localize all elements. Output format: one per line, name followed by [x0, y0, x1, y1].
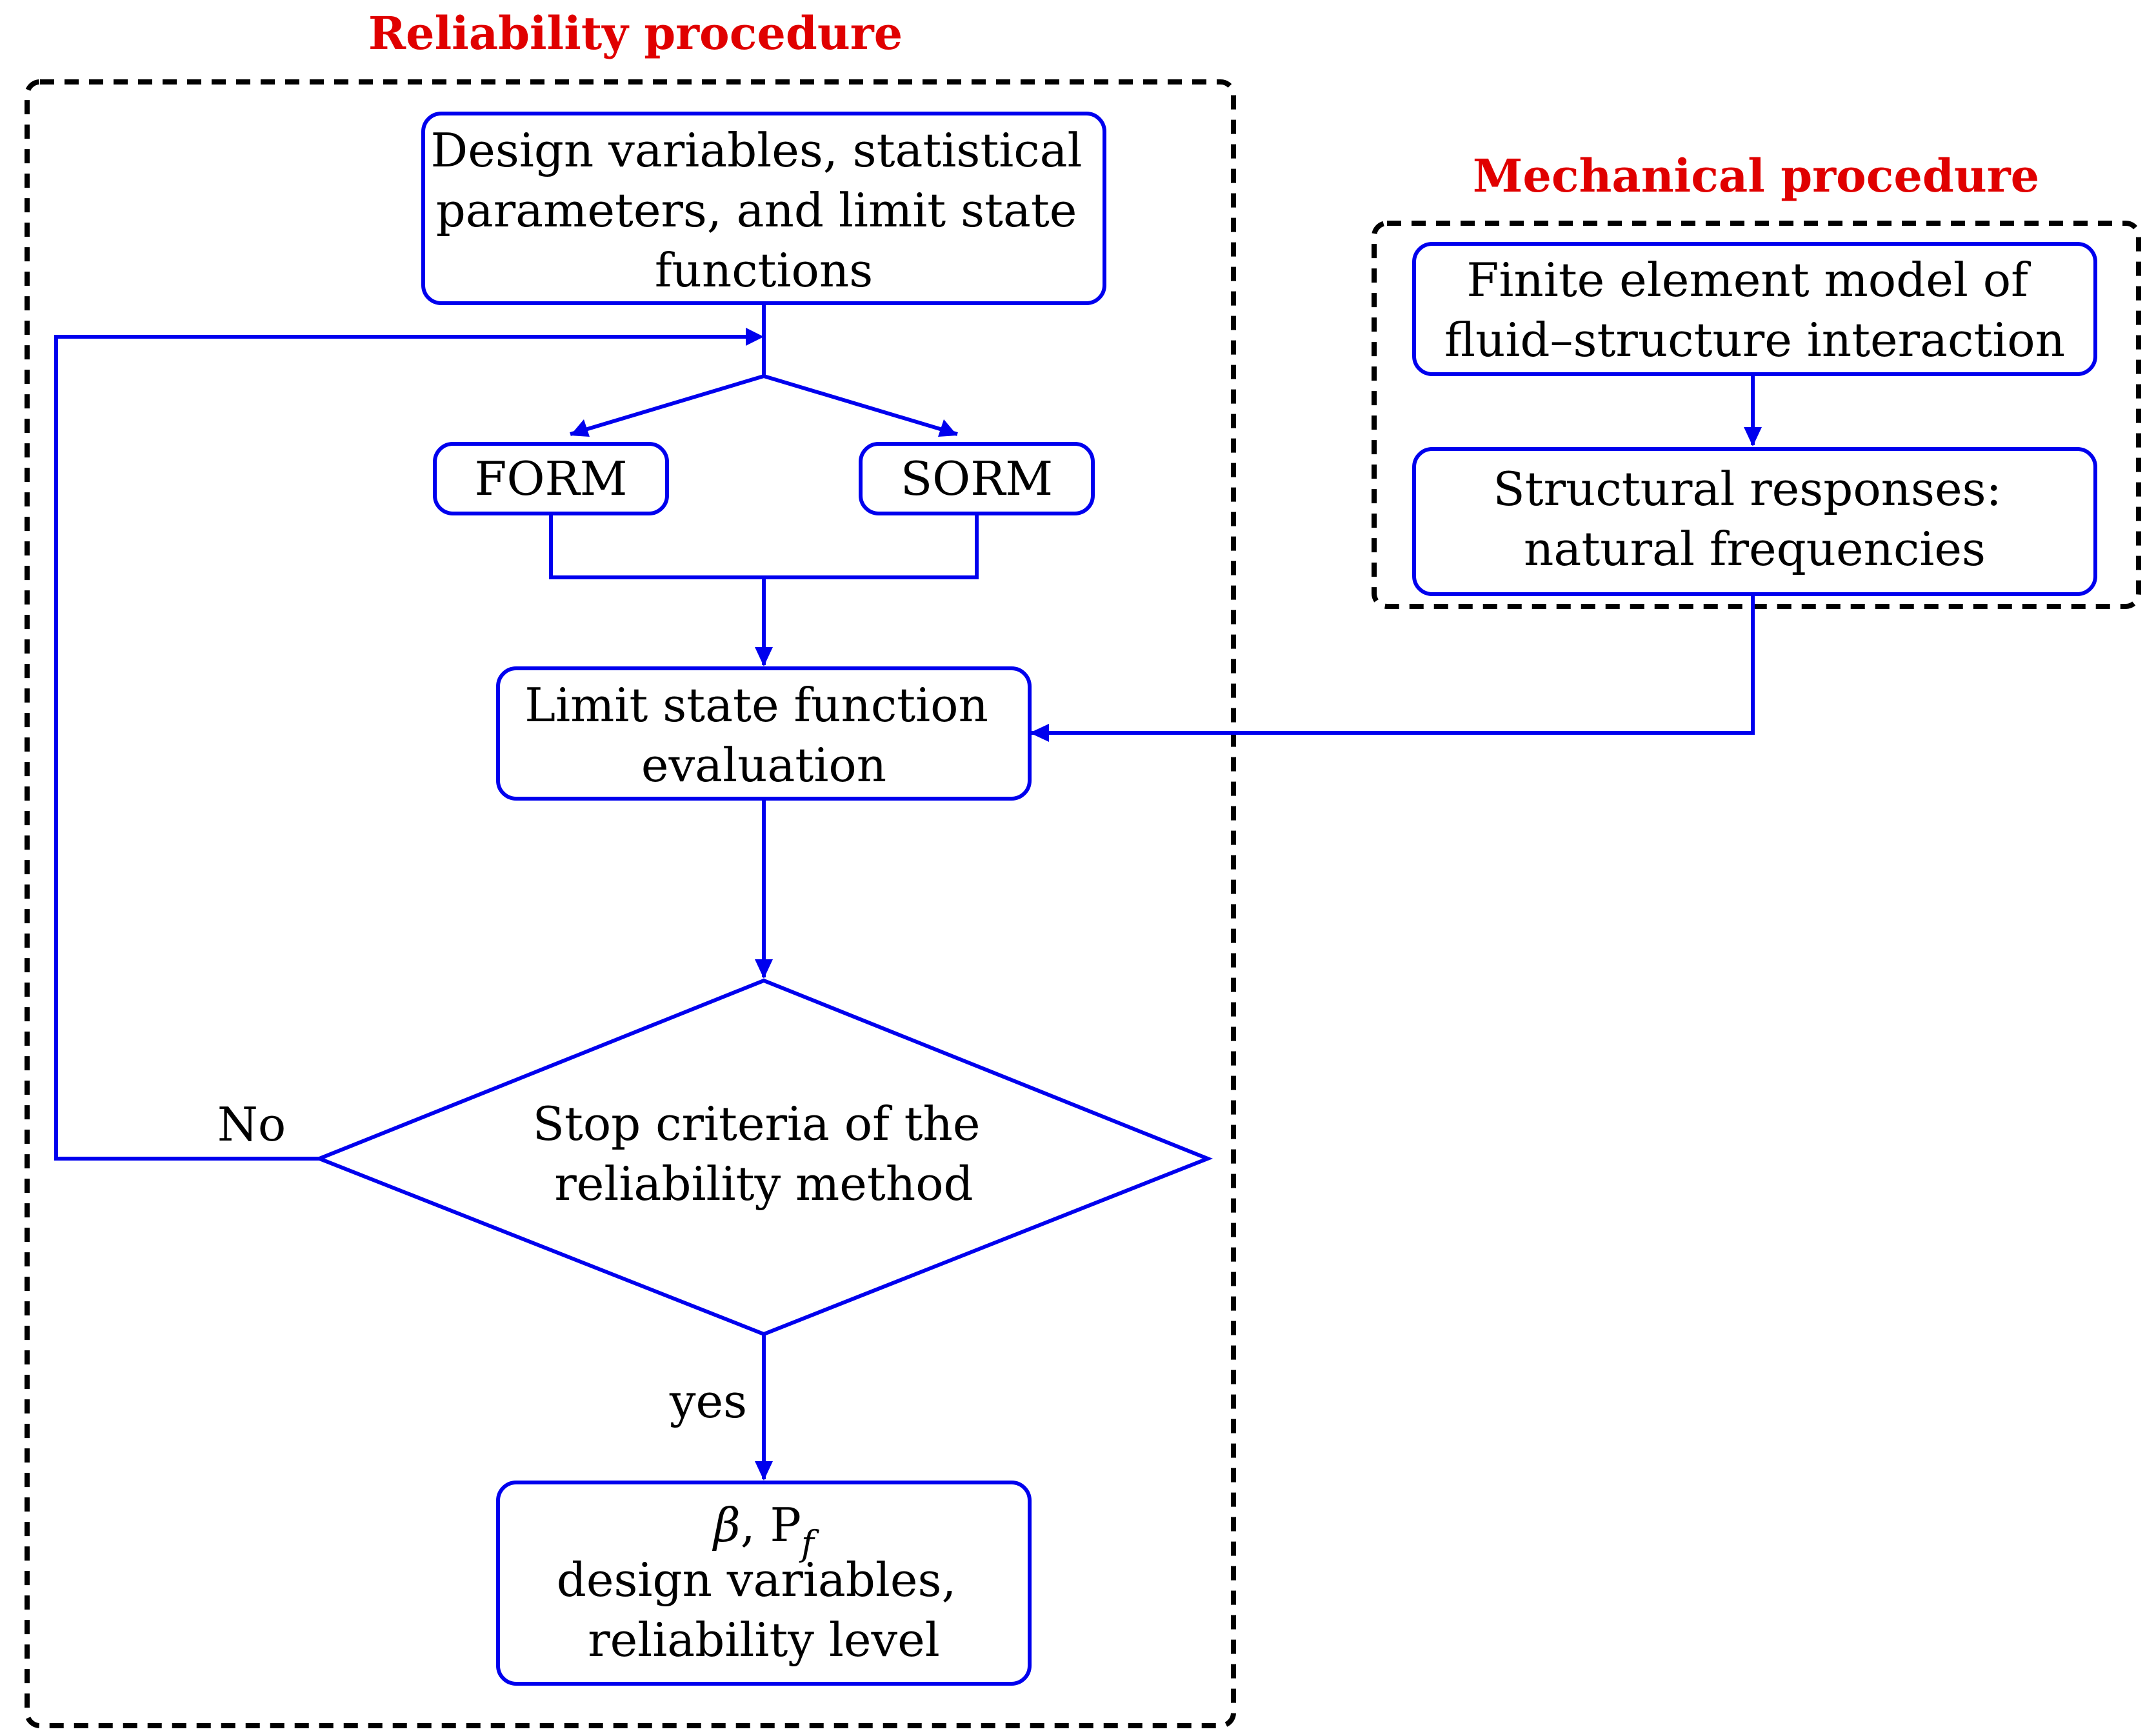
fe-model-text: Finite element model of fluid–structure …	[1444, 253, 2065, 367]
reliability-procedure-title: Reliability procedure	[368, 6, 903, 60]
edge-responses-to-lsf	[1031, 594, 1755, 735]
lsf-evaluation-box	[496, 666, 1032, 801]
results-text: design variables, reliability level	[557, 1553, 971, 1667]
mechanical-procedure-title: Mechanical procedure	[1473, 149, 2039, 203]
design-inputs-box	[421, 112, 1106, 305]
arrowhead-stop	[755, 959, 773, 979]
yes-label: yes	[669, 1374, 747, 1428]
edge-split-to-form	[570, 374, 764, 436]
arrowhead-form	[570, 419, 590, 437]
arrowhead-responses	[1744, 427, 1762, 446]
arrowhead-results	[755, 1461, 773, 1481]
arrowhead-sorm	[938, 419, 957, 437]
edge-split-to-sorm	[763, 374, 958, 436]
sorm-label: SORM	[901, 452, 1053, 506]
sorm-box	[859, 442, 1095, 515]
form-label: FORM	[475, 452, 628, 506]
no-label: No	[217, 1097, 286, 1152]
responses-box	[1412, 447, 2097, 596]
pf-symbol: , P	[741, 1498, 801, 1552]
beta-symbol: β	[712, 1498, 741, 1552]
results-box	[496, 1481, 1032, 1686]
arrowhead-mech-to-lsf	[1030, 724, 1049, 742]
arrowhead-lsf	[755, 647, 773, 666]
fe-model-box	[1412, 242, 2097, 376]
form-box	[433, 442, 669, 515]
design-inputs-text: Design variables, statistical parameters…	[431, 123, 1097, 297]
reliability-procedure-frame	[25, 79, 1236, 1728]
results-symbols: β, Pf	[712, 1498, 819, 1564]
responses-text: Structural responses: natural frequencie…	[1493, 462, 2016, 576]
mechanical-procedure-frame	[1372, 221, 2141, 609]
edge-no-loop	[54, 335, 756, 1161]
stop-criteria-text: Stop criteria of the reliability method	[533, 1097, 995, 1211]
arrowhead-loop	[746, 328, 764, 346]
lsf-evaluation-text: Limit state function evaluation	[524, 678, 1003, 792]
stop-criteria-diamond	[314, 978, 1213, 1337]
edge-form-down	[549, 514, 979, 579]
